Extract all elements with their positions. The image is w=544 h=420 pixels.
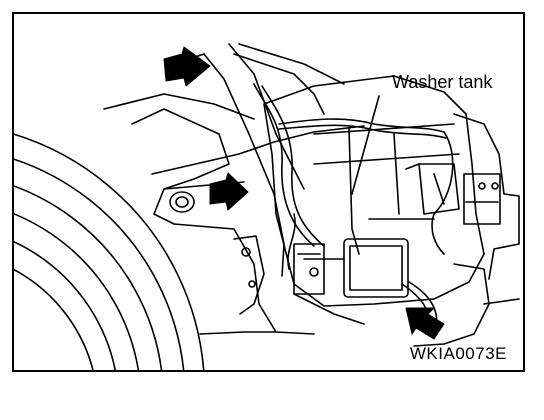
washer-tank-label: Washer tank xyxy=(392,72,493,92)
side-member xyxy=(413,113,520,347)
upper-arrow-icon xyxy=(163,46,211,87)
washer-tank-leader xyxy=(351,95,380,195)
pump-motor xyxy=(293,238,409,325)
body-panel xyxy=(103,93,365,335)
middle-arrow-icon xyxy=(209,172,249,211)
tire-arcs xyxy=(14,133,205,370)
figure-code: WKIA0073E xyxy=(409,344,507,363)
figure-frame: Washer tank WKIA0073E xyxy=(12,12,525,372)
engine-bay-illustration xyxy=(14,43,520,370)
hoses xyxy=(253,83,454,337)
lower-arrow-icon xyxy=(405,307,445,340)
washer-tank xyxy=(263,75,485,307)
strut-bracket xyxy=(188,43,345,277)
